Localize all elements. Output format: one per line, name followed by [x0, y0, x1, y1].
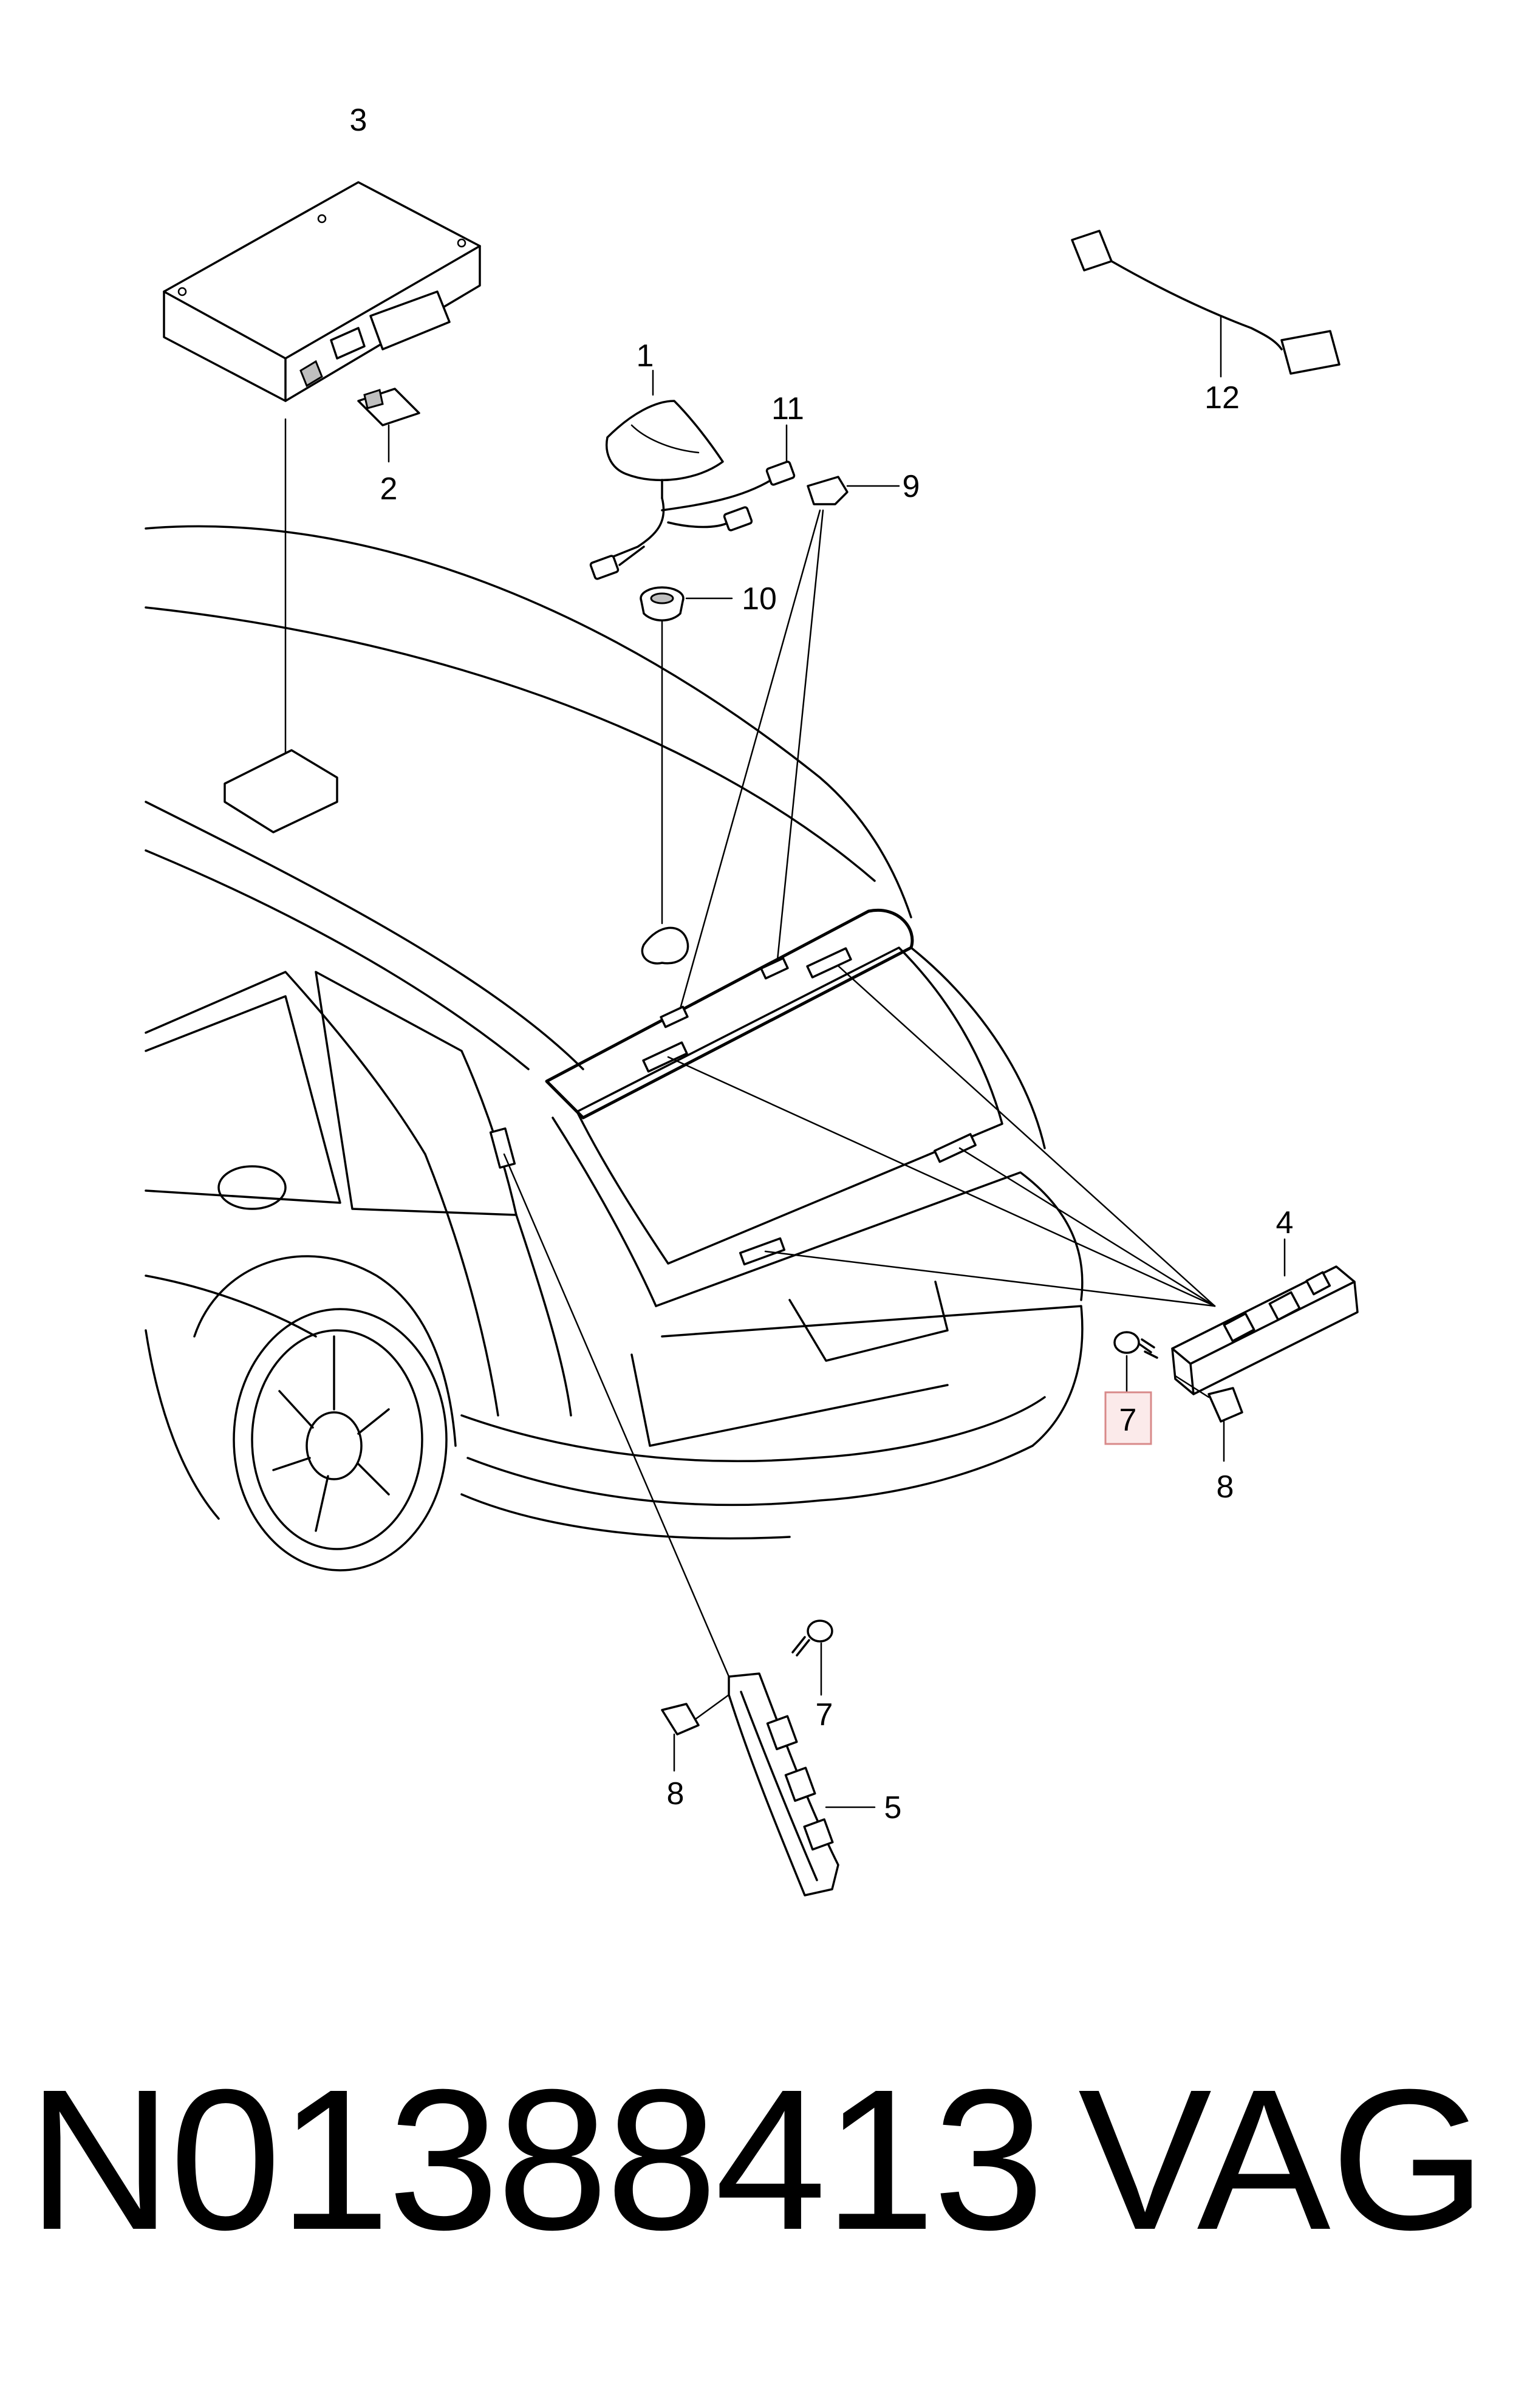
brand-name: VAG: [1078, 2047, 1487, 2271]
callout-4: 4: [1276, 1205, 1294, 1240]
cable-harness-part-11: [589, 424, 796, 580]
callout-9: 9: [903, 469, 920, 504]
leader-lines: [284, 418, 1216, 1678]
callout-1: 1: [637, 338, 654, 374]
clip-part-8-right: [1174, 1375, 1243, 1462]
bolt-part-7-bottom: [791, 1620, 833, 1696]
part-number: N01388413: [27, 2047, 1045, 2271]
callout-8-right: 8: [1217, 1469, 1234, 1505]
callout-3: 3: [350, 103, 367, 138]
car-body-outline: [145, 525, 1084, 1572]
callout-7-right: 7: [1119, 1403, 1137, 1438]
bolt-part-7-right: [1113, 1331, 1158, 1392]
bracket-part-2: [357, 388, 420, 463]
callout-11: 11: [771, 391, 804, 426]
grommet-part-10: [640, 586, 733, 621]
callout-7-bottom: 7: [816, 1697, 833, 1732]
antenna-amplifier-part-5: [728, 1672, 876, 1897]
callout-12: 12: [1204, 380, 1240, 416]
callout-labels: 1 2 3 4 5 7 7 8 8 9 10 11 12: [350, 103, 1294, 1825]
callout-2: 2: [380, 471, 398, 507]
cable-part-12: [1071, 230, 1341, 378]
callout-10: 10: [742, 581, 777, 617]
highlight-box: [1104, 1391, 1152, 1445]
clip-part-9: [807, 476, 900, 505]
antenna-amplifier-part-4: [1171, 1238, 1359, 1395]
shark-fin-antenna-part-1: [606, 369, 724, 499]
callout-5: 5: [884, 1790, 902, 1825]
clip-part-8-bottom: [661, 1694, 730, 1772]
control-module-part-3: [163, 181, 481, 402]
callout-8-bottom: 8: [667, 1776, 685, 1811]
